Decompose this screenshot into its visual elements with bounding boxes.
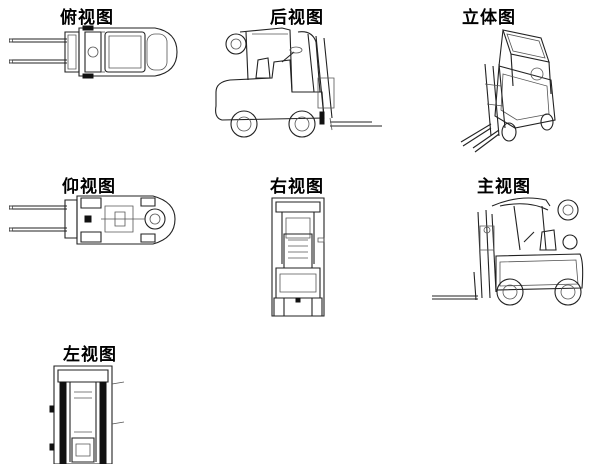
iso-view-drawing [455, 24, 565, 154]
top-view-drawing [5, 24, 180, 84]
rear-view-drawing [212, 22, 387, 142]
left-view-drawing [50, 362, 140, 464]
label-bottom-view: 仰视图 [62, 177, 116, 197]
label-right-view: 右视图 [270, 177, 324, 197]
right-view-drawing [268, 194, 328, 320]
label-rear-view: 后视图 [270, 8, 324, 28]
label-top-view: 俯视图 [60, 8, 114, 28]
label-iso-view: 立体图 [462, 8, 516, 28]
bottom-view-drawing [5, 192, 180, 252]
label-left-view: 左视图 [63, 345, 117, 365]
label-front-view: 主视图 [477, 177, 531, 197]
front-view-drawing [430, 192, 585, 307]
